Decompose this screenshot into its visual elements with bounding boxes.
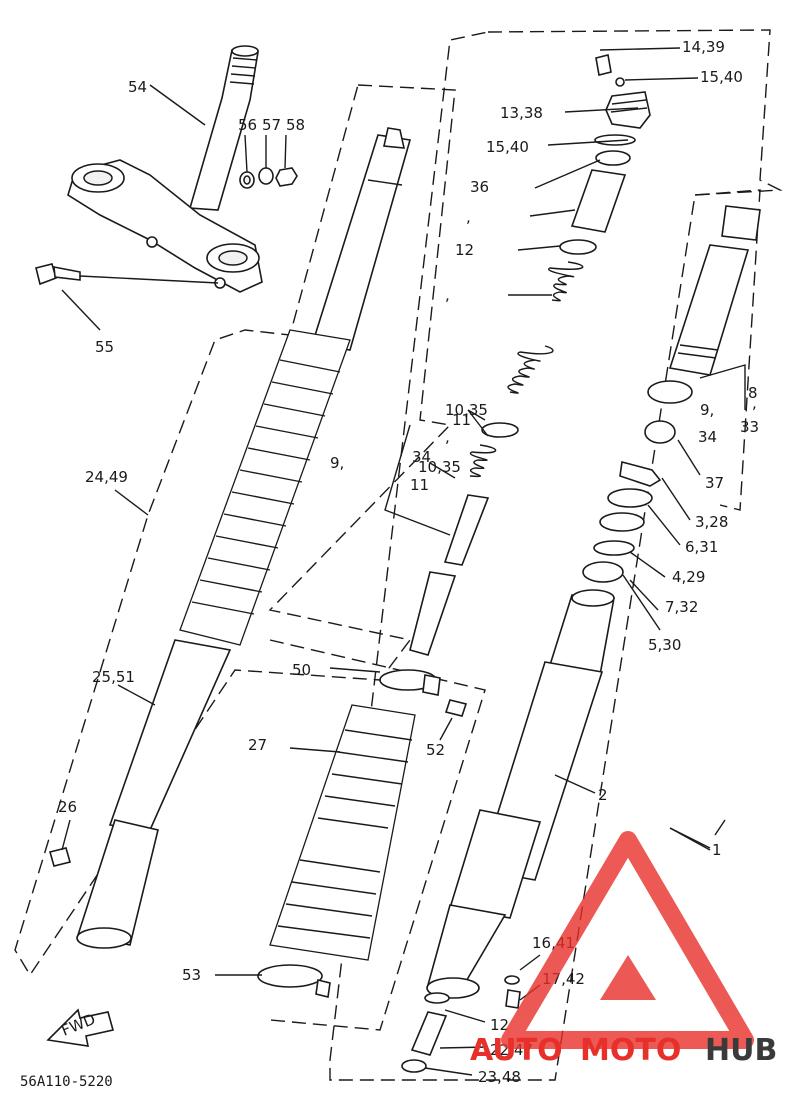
group-1-outline: [329, 29, 783, 1081]
callout-17-42: 12: [490, 1016, 509, 1034]
callout-8: 8: [748, 384, 758, 402]
callout-12-comma: 11: [452, 411, 471, 429]
callout-60: 58: [286, 116, 305, 134]
watermark-text: AUTO MOTO HUB: [470, 1033, 777, 1068]
callout-34: 34: [698, 428, 717, 446]
callout-56: 54: [128, 78, 147, 96]
callout-23-48: 15,40: [700, 68, 743, 86]
lower-gaiter-52: [257, 669, 468, 998]
group-52-outline: [269, 639, 486, 1031]
group-8-outline: [694, 189, 761, 511]
left-inner-tube: [310, 127, 412, 351]
callout-13-38: 37: [705, 474, 724, 492]
callout-33: 33: [740, 418, 759, 436]
callout-8-comma: ,: [752, 394, 757, 412]
callout-55: 53: [182, 966, 201, 984]
callout-10-35: 9,: [330, 454, 344, 472]
left-fork-gaiter: [179, 329, 351, 646]
cap-bolt-parts: [559, 54, 651, 255]
callout-11: 34: [412, 448, 431, 466]
callout-5-30: 5,30: [648, 636, 681, 654]
callout-1: 1: [712, 841, 722, 859]
callout-57: 55: [95, 338, 114, 356]
svg-text:MOTO: MOTO: [580, 1033, 681, 1068]
callout-58: 56: [238, 116, 257, 134]
seal-ring-stack: [582, 460, 662, 583]
right-outer-tube: [426, 589, 615, 999]
callout-2: 2: [598, 786, 608, 804]
axle-bolt-50-icon: [49, 847, 71, 867]
lock-washer-59-icon: [258, 167, 274, 185]
fwd-arrow-icon: FWD: [46, 1008, 114, 1047]
washer-58-icon: [239, 171, 255, 189]
callout-20-45: 13,38: [500, 104, 543, 122]
callout-59: 57: [262, 116, 281, 134]
callout-12: 10,35: [445, 401, 488, 419]
callout-4-29: 4,29: [672, 568, 705, 586]
left-outer-tube: [76, 639, 232, 949]
callout-25-51: 23,48: [478, 1068, 521, 1086]
callout-52: 27: [248, 736, 267, 754]
leader-lines: [61, 47, 746, 1076]
svg-text:HUB: HUB: [705, 1033, 777, 1068]
callout-26: 24,49: [85, 468, 128, 486]
svg-text:AUTO: AUTO: [470, 1033, 563, 1068]
callout-27: 25,51: [92, 668, 135, 686]
callout-36: 11: [410, 476, 429, 494]
callout-22-47: 15,40: [486, 138, 529, 156]
right-inner-tube: [644, 205, 761, 444]
nut-60-icon: [275, 167, 298, 187]
callout-37: ,: [445, 428, 450, 446]
callout-53: 50: [292, 661, 311, 679]
callout-54: 52: [426, 741, 445, 759]
callout-14-39: ,: [445, 286, 450, 304]
drain-screw-parts: [401, 975, 521, 1073]
callout-9: 9,: [700, 401, 714, 419]
group-26-outline: [14, 84, 456, 977]
pinch-bolt-57-icon: [35, 263, 81, 286]
watermark-logo: [501, 831, 754, 1049]
damper-rod: [409, 422, 519, 656]
callout-50: 26: [58, 798, 77, 816]
callout-15-40-a: 36: [470, 178, 489, 196]
drawing-code: 56A110-5220: [20, 1074, 113, 1090]
callout-6-31: 6,31: [685, 538, 718, 556]
callout-11-comma: 10,35: [418, 458, 461, 476]
callout-21-46: 14,39: [682, 38, 725, 56]
callout-16-41: ,: [466, 208, 471, 226]
fork-spring: [507, 261, 584, 394]
callout-3-28: 3,28: [695, 513, 728, 531]
steering-stem-bracket: [67, 45, 263, 293]
callout-15-40-b: 12: [455, 241, 474, 259]
callout-7-32: 7,32: [665, 598, 698, 616]
